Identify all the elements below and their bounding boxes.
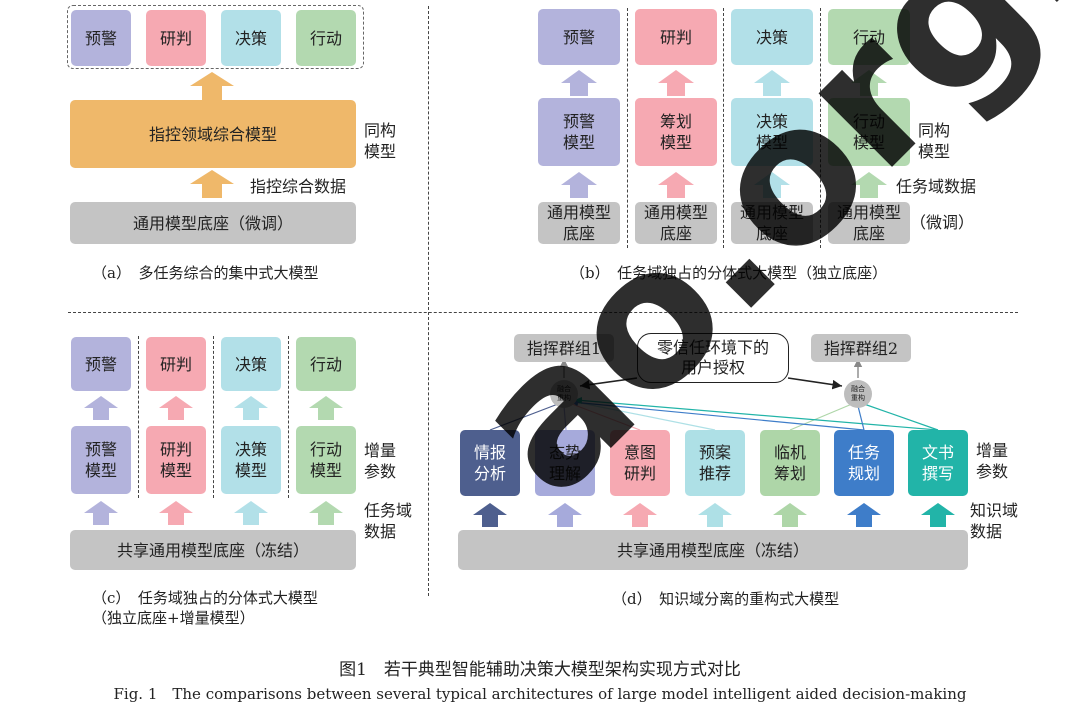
panel-d-up-arrow-6 — [847, 503, 881, 527]
figure-title-chinese: 图1 若干典型智能辅助决策大模型架构实现方式对比 — [339, 660, 741, 680]
panel-b-caption: （b） 任务域独占的分体式大模型（独立底座） — [570, 264, 888, 282]
panel-d-command-group-2: 指挥群组2 — [811, 334, 911, 362]
panel-b-up-arrow-1 — [561, 70, 597, 96]
panel-b-column-divider-1 — [627, 8, 628, 248]
panel-b-column-divider-2 — [723, 8, 724, 248]
panel-a-up-arrow-bottom — [190, 170, 234, 198]
panel-b-model-side-label: 同构 模型 — [918, 121, 951, 161]
panel-a-model-side-label: 同构 模型 — [364, 121, 397, 161]
panel-c-model-warning: 预警 模型 — [71, 426, 131, 494]
panel-c-up-arrow-5 — [84, 501, 118, 525]
panel-d-module-intel: 情报 分析 — [460, 430, 520, 496]
panel-d-module-doc-writing: 文书 撰写 — [908, 430, 968, 496]
panel-b-up-arrow-8 — [851, 172, 887, 198]
panel-b-task-decision: 决策 — [731, 9, 813, 65]
panel-b-model-warning: 预警 模型 — [538, 98, 620, 166]
panel-d-shared-base: 共享通用模型底座（冻结） — [458, 530, 968, 570]
figure-title-english: Fig. 1 The comparisons between several t… — [113, 685, 967, 703]
panel-d-module-adhoc-planning: 临机 筹划 — [760, 430, 820, 496]
panel-d-caption: （d） 知识域分离的重构式大模型 — [612, 590, 840, 608]
panel-b-model-planning: 筹划 模型 — [635, 98, 717, 166]
panel-d-up-arrow-2 — [548, 503, 582, 527]
panel-a-task-analysis: 研判 — [146, 10, 206, 66]
panel-b-base-2: 通用模型 底座 — [635, 202, 717, 244]
panel-d-zero-trust-auth: 零信任环境下的 用户授权 — [637, 333, 789, 383]
panel-c-task-analysis: 研判 — [146, 337, 206, 391]
panel-b-up-arrow-2 — [658, 70, 694, 96]
panel-d-fusion-node-left: 融合 重构 — [550, 380, 578, 408]
panel-d-command-group-1: 指挥群组1 — [514, 334, 614, 362]
panel-b-data-label: 任务域数据 — [896, 177, 977, 196]
panel-d-up-arrow-3 — [623, 503, 657, 527]
panel-d-up-arrow-4 — [698, 503, 732, 527]
panel-d-module-intent: 意图 研判 — [610, 430, 670, 496]
panel-c-task-warning: 预警 — [71, 337, 131, 391]
panel-a-task-action: 行动 — [296, 10, 356, 66]
panel-c-up-arrow-7 — [234, 501, 268, 525]
panel-b-up-arrow-7 — [754, 172, 790, 198]
panel-b-base-4: 通用模型 底座 — [828, 202, 910, 244]
panel-a-task-warning: 预警 — [71, 10, 131, 66]
panel-c-model-analysis: 研判 模型 — [146, 426, 206, 494]
panel-c-up-arrow-1 — [84, 396, 118, 420]
panel-d-up-arrow-1 — [473, 503, 507, 527]
panel-a-task-decision: 决策 — [221, 10, 281, 66]
panel-c-column-divider-1 — [138, 336, 139, 498]
panel-d-connectors — [489, 358, 939, 431]
panel-c-up-arrow-2 — [159, 396, 193, 420]
panel-b-up-arrow-5 — [561, 172, 597, 198]
vertical-divider — [428, 6, 429, 596]
panel-b-task-warning: 预警 — [538, 9, 620, 65]
panel-b-base-1: 通用模型 底座 — [538, 202, 620, 244]
panel-a-up-arrow-top — [190, 72, 234, 100]
panel-b-model-action: 行动 模型 — [828, 98, 910, 166]
panel-c-up-arrow-4 — [309, 396, 343, 420]
panel-c-up-arrow-6 — [159, 501, 193, 525]
panel-c-task-action: 行动 — [296, 337, 356, 391]
panel-c-params-label: 增量 参数 — [364, 441, 397, 481]
panel-d-params-label: 增量 参数 — [976, 441, 1009, 481]
panel-b-base-side-label: （微调） — [910, 213, 975, 232]
panel-a-data-label: 指控综合数据 — [250, 177, 347, 196]
panel-b-model-decision: 决策 模型 — [731, 98, 813, 166]
panel-d-data-label: 知识域 数据 — [970, 501, 1019, 541]
panel-b-column-divider-3 — [820, 8, 821, 248]
panel-a-caption: （a） 多任务综合的集中式大模型 — [92, 264, 319, 282]
panel-a-task-group — [67, 5, 364, 69]
panel-c-up-arrow-3 — [234, 396, 268, 420]
panel-c-column-divider-3 — [288, 336, 289, 498]
panel-c-column-divider-2 — [213, 336, 214, 498]
panel-c-data-label: 任务域 数据 — [364, 501, 413, 541]
panel-d-module-situation: 态势 理解 — [535, 430, 595, 496]
panel-a-domain-model: 指控领域综合模型 — [70, 100, 356, 168]
panel-d-up-arrow-5 — [773, 503, 807, 527]
horizontal-divider — [68, 312, 1018, 313]
panel-b-up-arrow-6 — [658, 172, 694, 198]
panel-d-module-task-planning: 任务 规划 — [834, 430, 894, 496]
panel-c-model-decision: 决策 模型 — [221, 426, 281, 494]
panel-b-up-arrow-3 — [754, 70, 790, 96]
panel-d-fusion-node-right: 融合 重构 — [844, 380, 872, 408]
panel-d-module-plan-recommend: 预案 推荐 — [685, 430, 745, 496]
panel-b-base-3: 通用模型 底座 — [731, 202, 813, 244]
panel-a-base: 通用模型底座（微调） — [70, 202, 356, 244]
panel-c-up-arrow-8 — [309, 501, 343, 525]
panel-b-task-action: 行动 — [828, 9, 910, 65]
panel-c-model-action: 行动 模型 — [296, 426, 356, 494]
panel-c-caption: （c） 任务域独占的分体式大模型 （独立底座+增量模型） — [92, 589, 318, 627]
panel-d-up-arrow-7 — [921, 503, 955, 527]
panel-c-shared-base: 共享通用模型底座（冻结） — [70, 530, 356, 570]
panel-b-task-analysis: 研判 — [635, 9, 717, 65]
panel-c-task-decision: 决策 — [221, 337, 281, 391]
panel-b-up-arrow-4 — [851, 70, 887, 96]
